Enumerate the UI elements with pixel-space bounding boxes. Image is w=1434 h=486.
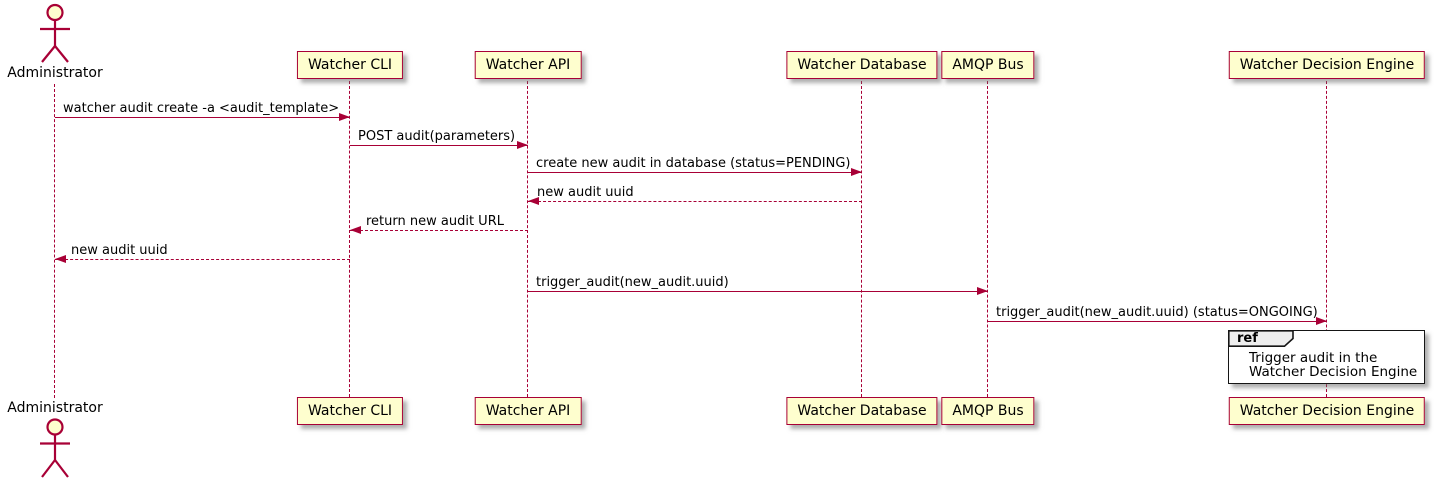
message-label: trigger_audit(new_audit.uuid) — [536, 275, 729, 290]
message-line — [350, 145, 528, 146]
arrowhead-right-icon — [977, 287, 988, 295]
ref-text-line2: Watcher Decision Engine — [1249, 364, 1418, 380]
participant-watcher-api-top: Watcher API — [474, 51, 582, 79]
message-line — [55, 117, 350, 118]
arrowhead-left-icon — [528, 197, 539, 205]
message-line — [528, 172, 862, 173]
ref-text: Trigger audit in the Watcher Decision En… — [1249, 351, 1417, 379]
message-label: watcher audit create -a <audit_template> — [63, 101, 340, 116]
message-line — [350, 230, 528, 231]
participant-watcher-decision-engine-bottom: Watcher Decision Engine — [1228, 397, 1426, 425]
administrator-actor-icon — [40, 3, 70, 63]
participant-amqp-bus-top: AMQP Bus — [941, 51, 1035, 79]
arrowhead-left-icon — [55, 255, 66, 263]
lifeline-watcher-cli — [349, 81, 350, 397]
lifeline-watcher-api — [527, 81, 528, 397]
message-line — [55, 259, 350, 260]
participant-watcher-decision-engine-top: Watcher Decision Engine — [1228, 51, 1426, 79]
arrowhead-right-icon — [339, 113, 350, 121]
arrowhead-right-icon — [851, 168, 862, 176]
ref-tag: ref — [1228, 330, 1294, 347]
message-line — [528, 291, 988, 292]
actor-label-top: Administrator — [7, 65, 103, 81]
message-label: new audit uuid — [537, 185, 634, 200]
lifeline-administrator — [54, 84, 55, 398]
ref-fragment: ref Trigger audit in the Watcher Decisio… — [1228, 330, 1425, 384]
ref-text-line1: Trigger audit in the — [1249, 350, 1378, 366]
participant-watcher-api-bottom: Watcher API — [474, 397, 582, 425]
participant-amqp-bus-bottom: AMQP Bus — [941, 397, 1035, 425]
actor-label-bottom: Administrator — [7, 400, 103, 416]
message-label: POST audit(parameters) — [358, 129, 516, 144]
participant-watcher-cli-top: Watcher CLI — [296, 51, 404, 79]
message-line — [528, 201, 862, 202]
arrowhead-right-icon — [517, 141, 528, 149]
message-label: create new audit in database (status=PEN… — [536, 156, 851, 171]
participant-watcher-cli-bottom: Watcher CLI — [296, 397, 404, 425]
message-line — [988, 321, 1327, 322]
administrator-actor-icon — [40, 418, 70, 478]
ref-keyword: ref — [1237, 331, 1258, 346]
lifeline-watcher-database — [861, 81, 862, 397]
message-label: trigger_audit(new_audit.uuid) (status=ON… — [996, 305, 1318, 320]
arrowhead-left-icon — [350, 226, 361, 234]
participant-watcher-database-bottom: Watcher Database — [786, 397, 938, 425]
arrowhead-right-icon — [1316, 317, 1327, 325]
message-label: return new audit URL — [366, 214, 504, 229]
message-label: new audit uuid — [71, 243, 168, 258]
lifeline-amqp-bus — [987, 81, 988, 397]
participant-watcher-database-top: Watcher Database — [786, 51, 938, 79]
lifeline-watcher-decision-engine — [1326, 81, 1327, 397]
